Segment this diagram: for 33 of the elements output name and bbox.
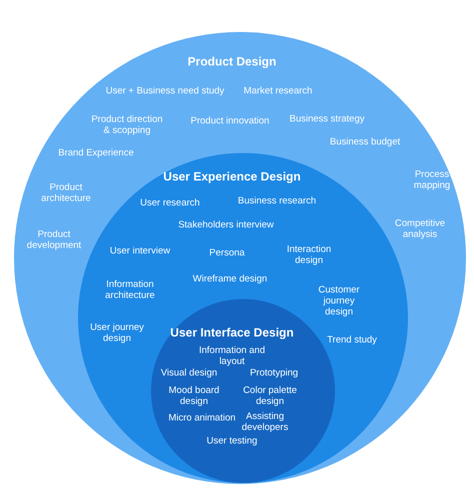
topic-label: Stakeholders interview <box>177 220 275 230</box>
circle-heading: User Experience Design <box>163 170 301 184</box>
topic-label: User research <box>139 198 201 208</box>
topic-label: Interaction design <box>286 244 332 266</box>
topic-label: Product development <box>26 229 82 251</box>
topic-label: Micro animation <box>167 412 237 424</box>
topic-label: Competitive analysis <box>394 218 446 240</box>
topic-label: Business budget <box>328 136 402 148</box>
topic-label: User + Business need study <box>104 86 226 96</box>
topic-label: Color palette design <box>242 385 298 407</box>
topic-label: Trend study <box>326 334 378 346</box>
topic-label: Wireframe design <box>192 274 268 284</box>
topic-label: Assisting developers <box>240 411 290 433</box>
topic-label: Prototyping <box>248 368 300 378</box>
topic-label: Visual design <box>160 368 218 378</box>
circle-heading: User Interface Design <box>170 326 294 340</box>
topic-label: Product innovation <box>190 116 270 126</box>
topic-label: Customer journey design <box>317 284 361 318</box>
topic-label: Persona <box>208 248 246 258</box>
topic-label: Market research <box>242 86 314 96</box>
topic-label: Business strategy <box>288 114 366 124</box>
topic-label: Information architecture <box>104 279 156 301</box>
topic-label: Brand Experience <box>57 148 135 158</box>
topic-label: User interview <box>108 246 172 256</box>
circle-heading: Product Design <box>188 54 276 70</box>
topic-label: Product architecture <box>40 182 92 204</box>
topic-label: Business research <box>236 196 318 206</box>
topic-label: Mood board design <box>168 385 220 407</box>
topic-label: User testing <box>206 436 258 446</box>
topic-label: Information and layout <box>198 345 266 367</box>
topic-label: Product direction & scopping <box>90 114 164 136</box>
topic-label: Process mapping <box>412 169 452 191</box>
topic-label: User journey design <box>90 322 144 344</box>
